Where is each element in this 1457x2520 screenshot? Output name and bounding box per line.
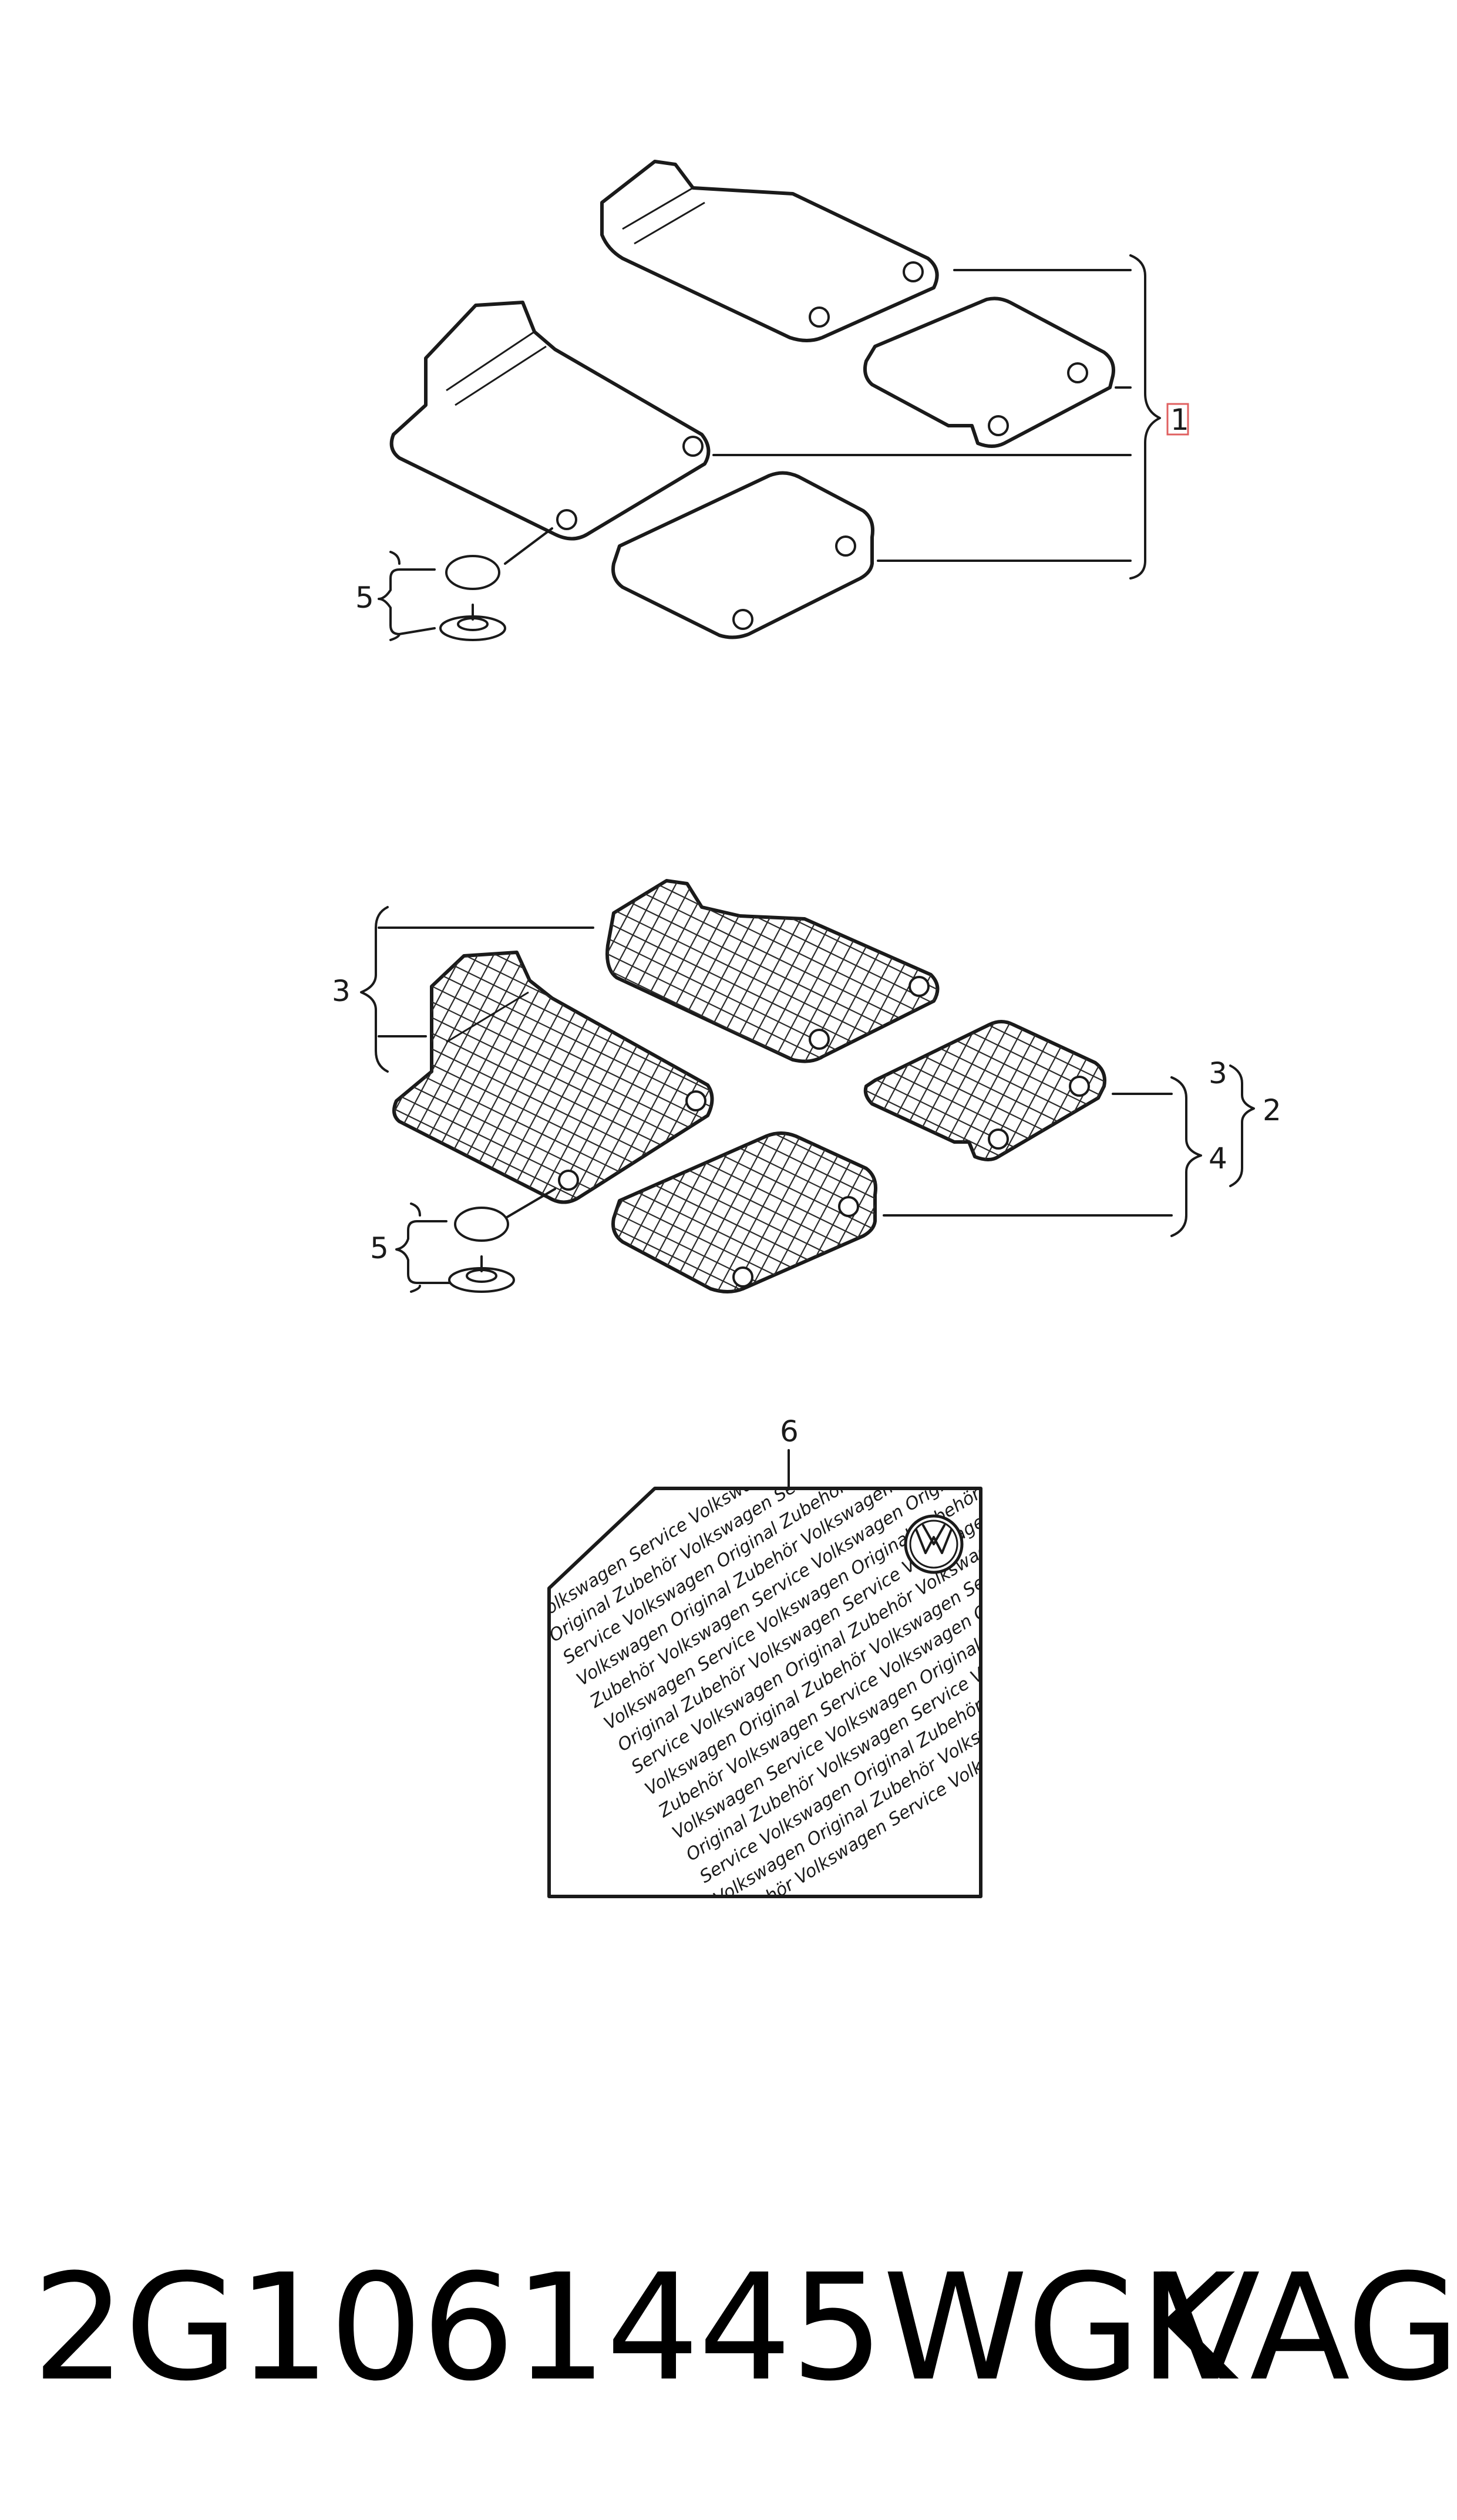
sticker: [547, 1487, 982, 1898]
callout-5-bottom: 5: [370, 1231, 389, 1265]
callout-3-left: 3: [332, 974, 351, 1008]
front-right-mat: [600, 160, 939, 342]
front-left-mat: [389, 301, 711, 541]
rear-right-mat: [863, 297, 1115, 448]
mat-set-rubber-group: 1 5: [355, 160, 1189, 641]
callout-4: 4: [1209, 1141, 1227, 1175]
callout-2: 2: [1263, 1093, 1281, 1127]
callout-1: 1: [1170, 403, 1189, 437]
callout-3-right: 3: [1209, 1056, 1227, 1090]
vw-logo: [904, 1514, 964, 1574]
brand-label: VAG: [1160, 2242, 1457, 2413]
rear-left-mat: [611, 471, 874, 639]
callout-5-top: 5: [355, 581, 374, 615]
sticker-group: 6 Volkswagen Service Volkswagen Original…: [547, 1414, 982, 1898]
callout-6: 6: [780, 1414, 799, 1448]
part-number: 2G1061445WGK: [32, 2242, 1236, 2413]
rear-right-grid-mat: [863, 1020, 1106, 1161]
